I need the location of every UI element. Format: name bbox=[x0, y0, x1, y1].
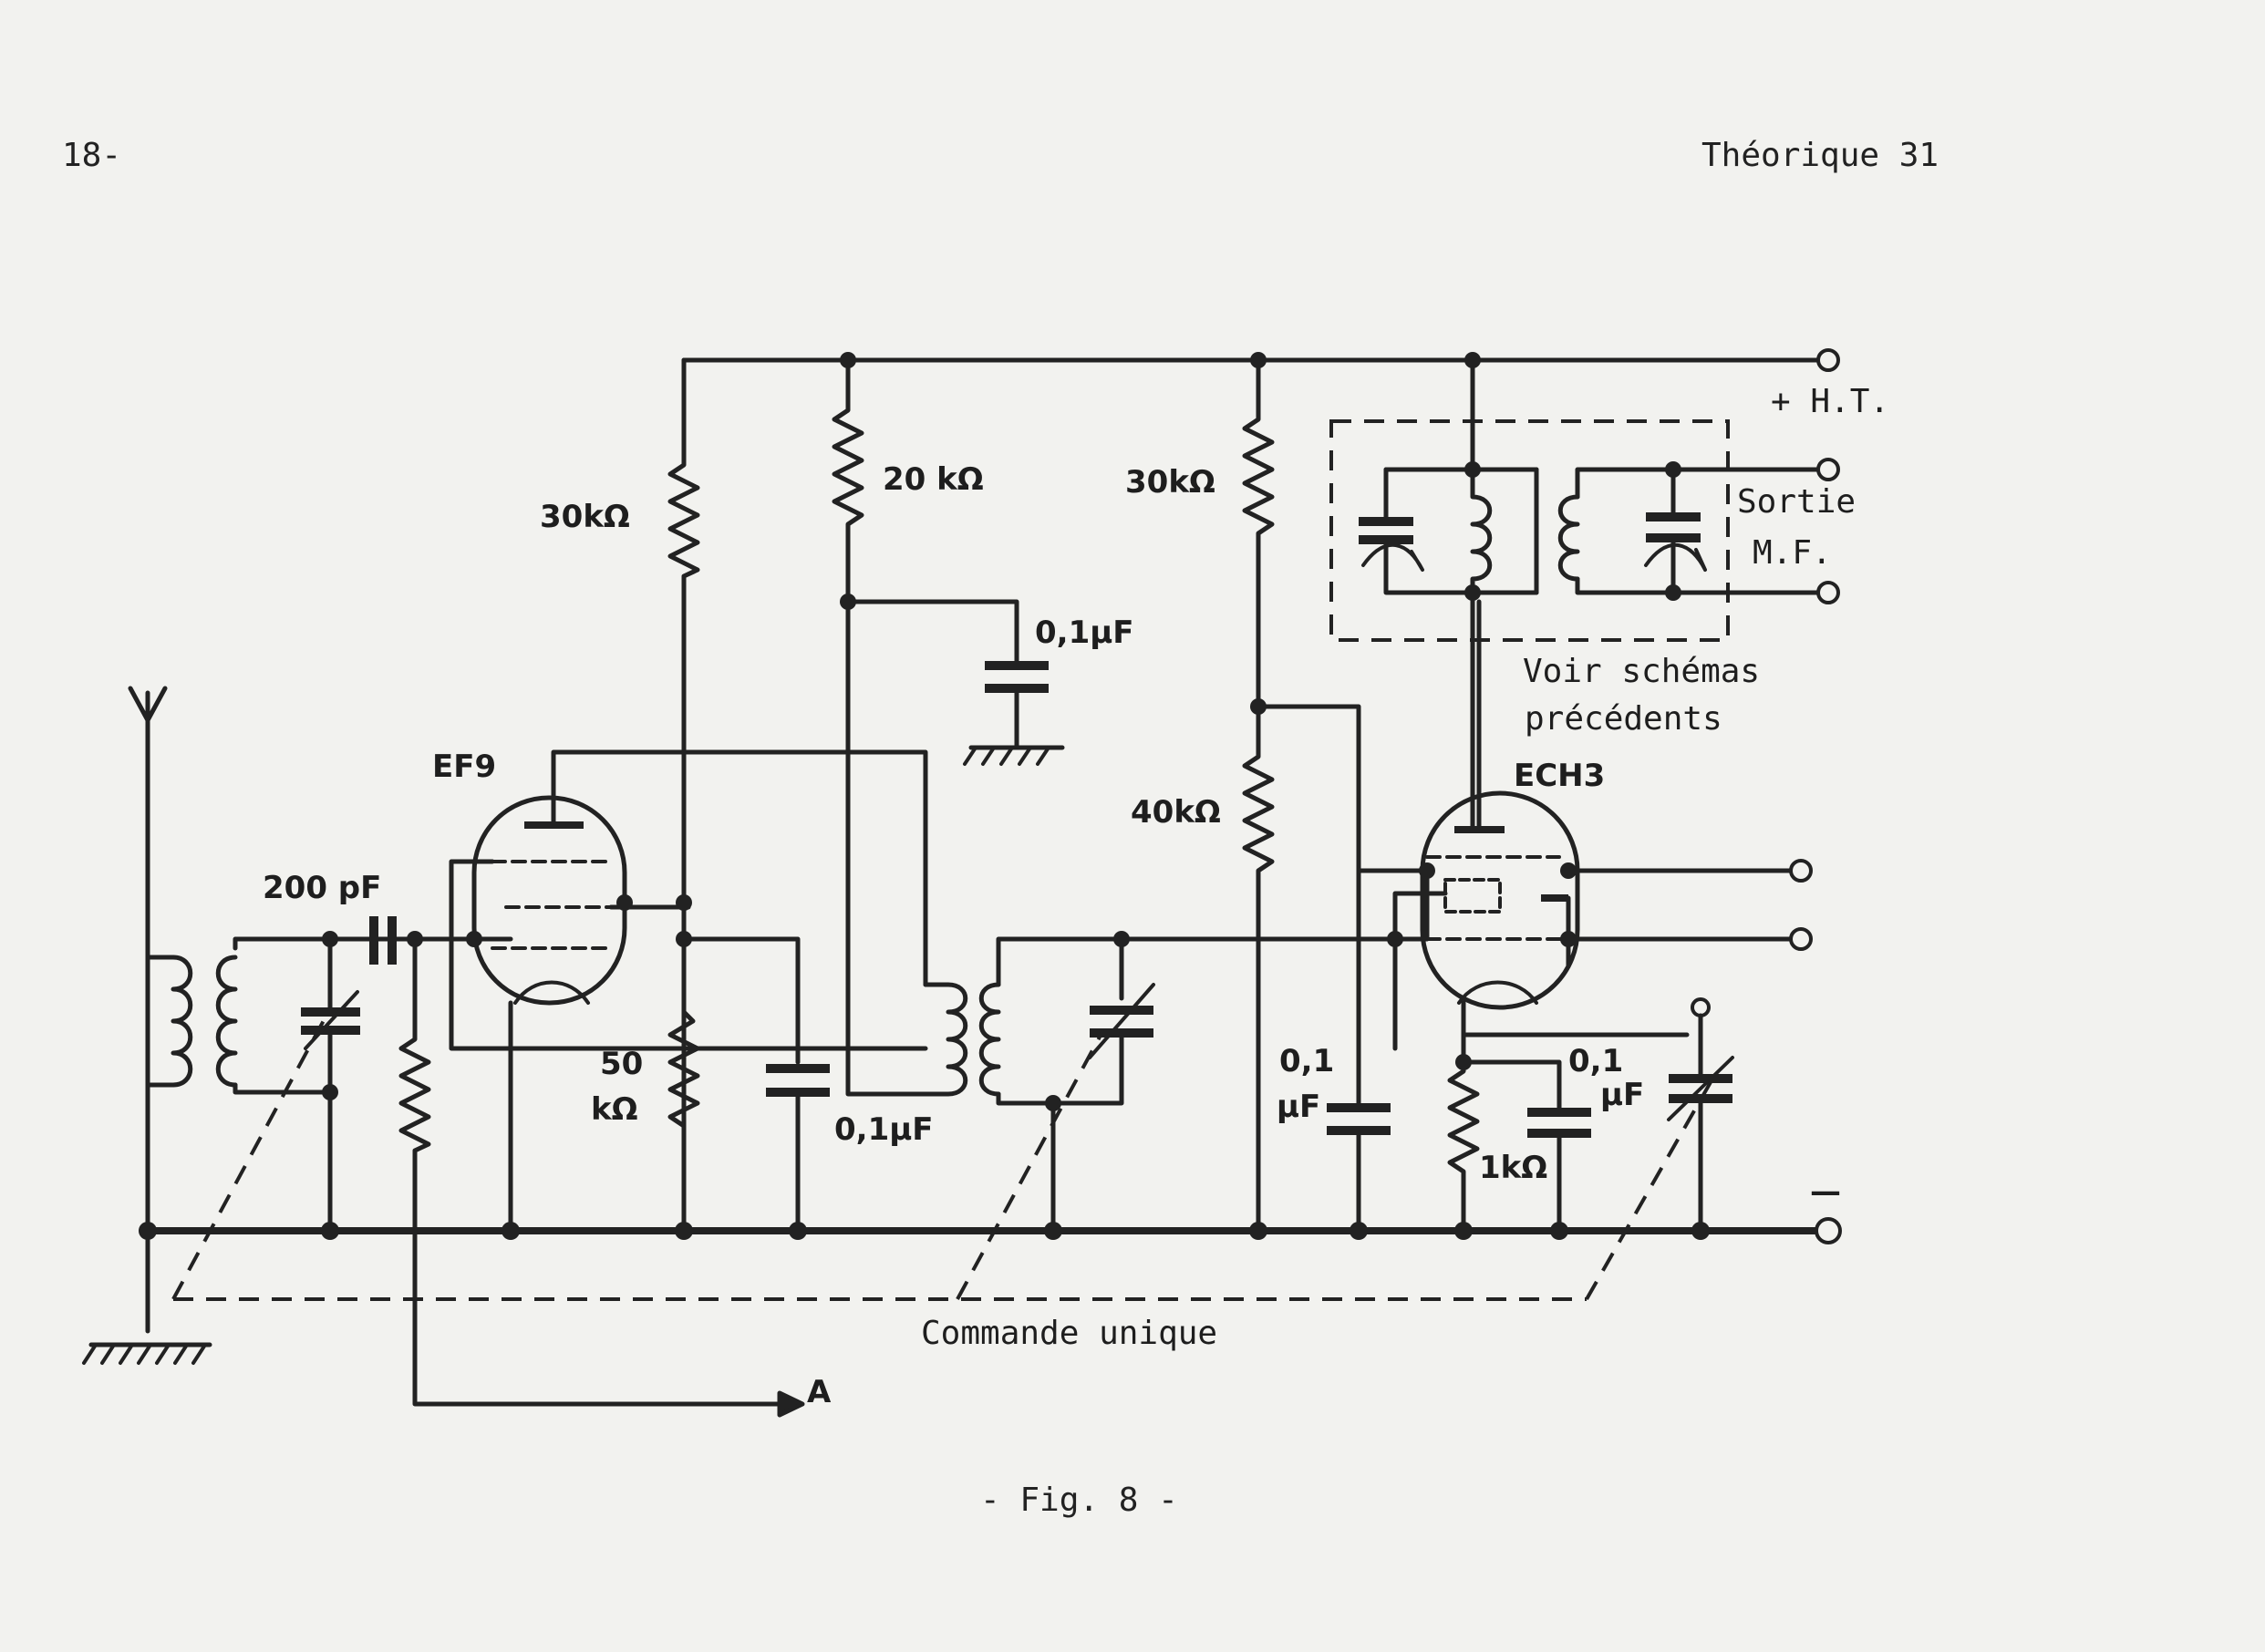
ht-terminal bbox=[1816, 348, 1840, 372]
label-tube-ech3: ECH3 bbox=[1514, 758, 1605, 794]
label-c-01uf-top: 0,1µF bbox=[1035, 614, 1133, 651]
earth-ground-icon bbox=[82, 1342, 212, 1365]
page-number: 18- bbox=[62, 137, 122, 174]
resistor-30k-right bbox=[1242, 357, 1275, 709]
label-sortie: Sortie bbox=[1737, 483, 1856, 521]
input-transformer bbox=[145, 936, 418, 1234]
resistor-1k bbox=[1447, 1032, 1480, 1234]
ganged-control-linkage bbox=[171, 1011, 1716, 1301]
tuning-capacitor-2 bbox=[1050, 936, 1407, 1106]
label-c-01-center-top: 0,1 bbox=[1279, 1043, 1334, 1079]
ech3-output-terminal-2 bbox=[1789, 927, 1813, 951]
ech3-output-terminal-1 bbox=[1789, 859, 1813, 883]
resistor-30k-left bbox=[667, 357, 700, 1234]
interstage-transformer bbox=[923, 936, 1124, 1234]
label-r-40k: 40kΩ bbox=[1131, 794, 1221, 831]
label-mf: M.F. bbox=[1753, 534, 1832, 572]
label-r-1k: 1kΩ bbox=[1479, 1150, 1547, 1186]
ef9-tube bbox=[449, 749, 928, 1234]
resistor-20k bbox=[832, 357, 1019, 1097]
label-r-20k: 20 kΩ bbox=[883, 461, 984, 498]
label-commande-unique: Commande unique bbox=[921, 1315, 1217, 1352]
label-arrow-a: A bbox=[807, 1374, 832, 1410]
label-r-50k-top: 50 bbox=[600, 1046, 643, 1082]
label-voir-1: Voir schémas bbox=[1523, 653, 1760, 690]
tuning-capacitor-1 bbox=[301, 936, 360, 1234]
label-voir-2: précédents bbox=[1525, 700, 1722, 738]
if-transformer bbox=[1329, 357, 1831, 832]
resistor-50k bbox=[667, 936, 801, 1129]
sortie-terminal-top bbox=[1816, 458, 1840, 481]
figure-caption: - Fig. 8 - bbox=[980, 1482, 1178, 1519]
sortie-terminal-bottom bbox=[1816, 581, 1840, 604]
label-c-200pf: 200 pF bbox=[263, 870, 381, 906]
grid-leak-resistor bbox=[398, 936, 805, 1418]
junction-dots bbox=[139, 352, 1710, 1240]
capacitor-01uf-center bbox=[1327, 868, 1391, 1234]
label-c-01-right-top: 0,1 bbox=[1568, 1043, 1623, 1079]
screen-bypass-capacitor bbox=[766, 1064, 830, 1234]
minus-terminal bbox=[1815, 1217, 1842, 1244]
label-tube-ef9: EF9 bbox=[432, 749, 496, 785]
resistor-40k bbox=[1242, 704, 1430, 1234]
label-c-01uf-bottom: 0,1µF bbox=[834, 1111, 933, 1148]
section-title: Théorique 31 bbox=[1701, 137, 1939, 174]
label-ht: + H.T. bbox=[1771, 383, 1889, 420]
capacitor-01uf-right bbox=[1461, 1059, 1591, 1234]
label-c-01-right-bottom: µF bbox=[1600, 1077, 1644, 1113]
label-r-30k-left: 30kΩ bbox=[540, 499, 630, 535]
label-r-50k-bottom: kΩ bbox=[591, 1091, 638, 1128]
label-r-30k-right: 30kΩ bbox=[1125, 464, 1215, 501]
label-minus: — bbox=[1810, 1173, 1841, 1210]
capacitor-01uf-top bbox=[963, 661, 1065, 766]
label-c-01-center-bottom: µF bbox=[1277, 1089, 1320, 1125]
